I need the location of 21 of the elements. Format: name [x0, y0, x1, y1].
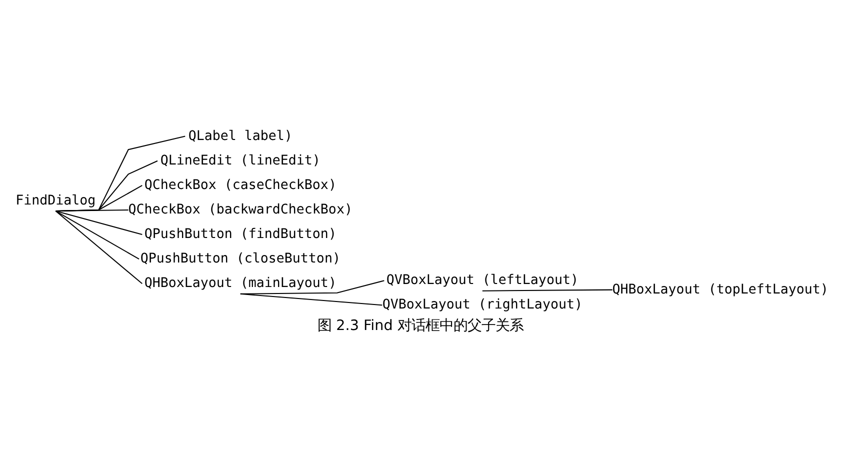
connector	[240, 293, 382, 306]
node-text: QCheckBox (backwardCheckBox)	[128, 202, 352, 218]
node-text: QCheckBox (caseCheckBox)	[144, 178, 336, 193]
node-text: QLineEdit (lineEdit)	[160, 153, 320, 168]
node-text: QVBoxLayout (leftLayout)	[386, 273, 578, 288]
node-text: QPushButton (findButton)	[144, 227, 336, 242]
node-text: QHBoxLayout (topLeftLayout)	[612, 282, 828, 298]
node-text: QHBoxLayout (mainLayout)	[144, 276, 336, 292]
connector	[55, 210, 140, 260]
node-text: QPushButton (closeButton)	[140, 252, 340, 267]
node-text: FindDialog	[16, 193, 96, 208]
connector	[56, 210, 142, 236]
connector	[56, 209, 128, 212]
connector	[55, 210, 142, 284]
caption: 图 2.3 Find 对话框中的父子关系	[318, 318, 524, 334]
connector	[56, 160, 158, 212]
node-text: QVBoxLayout (rightLayout)	[382, 298, 582, 313]
node-text: QLabel label)	[188, 128, 292, 144]
connector	[56, 184, 142, 212]
connector	[56, 136, 186, 212]
connector	[482, 289, 612, 292]
